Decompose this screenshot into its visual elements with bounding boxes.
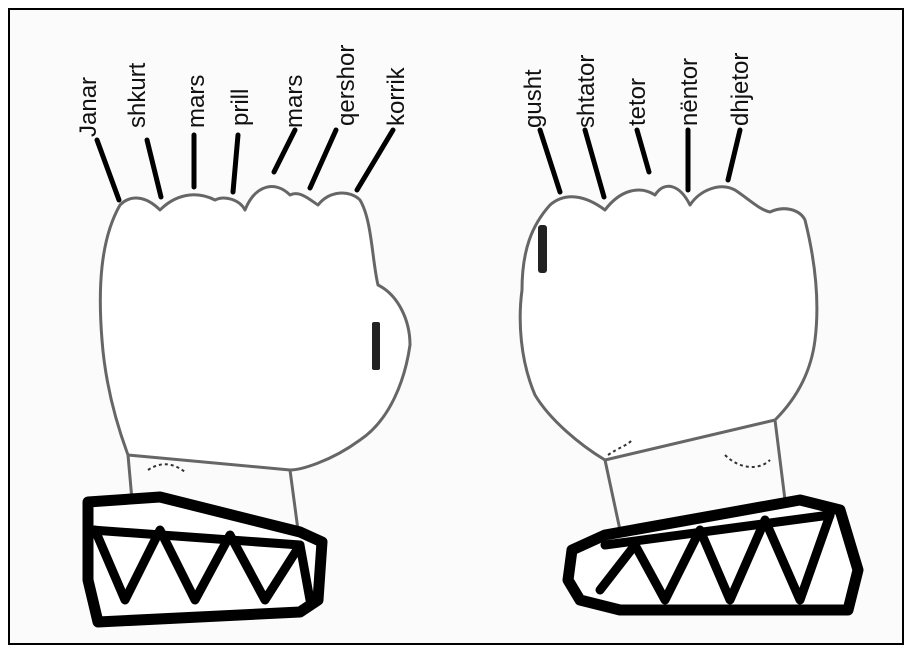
- right-fist-outline: [520, 186, 817, 460]
- knuckle-tick: [585, 130, 604, 197]
- left-fist: [88, 187, 410, 622]
- right-fist: [520, 186, 858, 610]
- month-label: tetor: [624, 78, 651, 126]
- month-label: qershor: [333, 45, 360, 126]
- right-wrist-crease: [725, 455, 770, 467]
- month-label: shtator: [573, 55, 600, 128]
- knuckle-tick: [310, 130, 336, 188]
- right-thumb-mark: [538, 225, 547, 273]
- left-wrist-crease: [148, 464, 185, 472]
- left-wrist-line: [290, 470, 298, 530]
- month-label: shkurt: [124, 62, 151, 128]
- month-label: dhjetor: [727, 53, 754, 126]
- month-label: nëntor: [676, 58, 703, 126]
- right-knuckle-ticks: [540, 130, 740, 197]
- month-label: gusht: [520, 69, 547, 128]
- knuckle-tick: [728, 130, 740, 180]
- left-fist-outline: [100, 187, 410, 470]
- right-wrist-line: [605, 460, 620, 530]
- knuckle-tick: [233, 135, 238, 192]
- knuckle-tick: [147, 140, 161, 197]
- month-label: mars: [281, 75, 308, 128]
- month-label: mars: [183, 75, 210, 128]
- left-knuckle-ticks: [97, 130, 393, 200]
- knuckle-tick: [540, 130, 560, 192]
- knuckle-tick: [274, 130, 295, 172]
- month-label: korrik: [383, 66, 410, 126]
- left-thumb-mark: [372, 322, 380, 370]
- left-month-labels: Janar shkurt mars prill mars qershor kor…: [75, 45, 410, 137]
- knuckle-tick: [97, 140, 119, 200]
- right-wrist-line: [775, 420, 785, 500]
- month-label: Janar: [75, 77, 102, 137]
- knuckle-tick: [357, 130, 393, 190]
- knuckle-tick: [637, 130, 649, 172]
- month-label: prill: [227, 89, 254, 126]
- left-wrist-line: [128, 455, 132, 500]
- right-month-labels: gusht shtator tetor nëntor dhjetor: [520, 53, 754, 128]
